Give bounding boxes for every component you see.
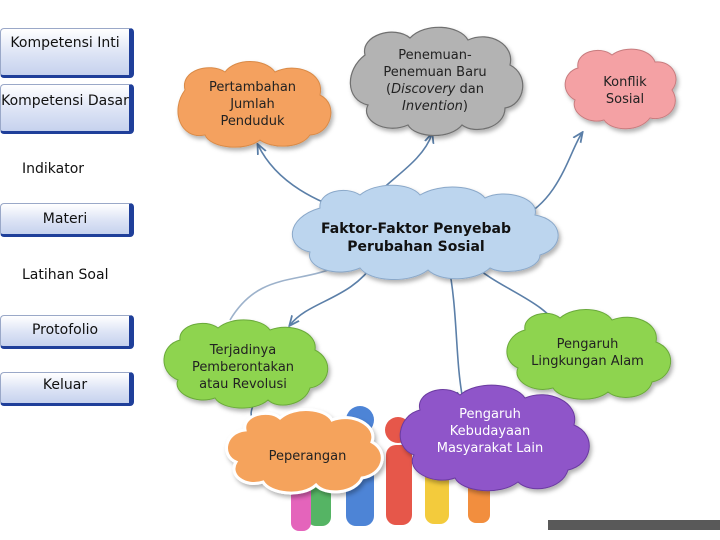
node-center-shape [292,184,559,281]
nav-materi-label: Materi [42,211,88,227]
connector-pengaruh-budaya [447,261,463,400]
node-terjadinya-line3: atau Revolusi [199,376,287,392]
node-konflik-line2: Sosial [605,91,645,107]
node-pengaruh-budaya: Pengaruh Kebudayaan Masyarakat Lain [425,407,555,458]
nav-kompetensi-inti-label: Kompetensi Inti [10,35,120,51]
nav-keluar-label: Keluar [42,377,88,393]
node-center: Faktor-Faktor Penyebab Perubahan Sosial [318,220,514,256]
node-konflik-shape [564,48,677,130]
node-peperangan-shape [225,408,384,495]
node-pertambahan-line1: Pertambahan [208,80,297,95]
node-penemuan-paren-close: ) [462,98,468,114]
nav-latihan-soal-label: Latihan Soal [22,267,109,283]
node-center-line2: Perubahan Sosial [347,239,485,256]
node-terjadinya-line1: Terjadinya [209,343,277,358]
node-pengaruh-alam: Pengaruh Lingkungan Alam [525,337,650,371]
node-penemuan-line4: Invention) [365,99,505,116]
node-pertambahan: Pertambahan Jumlah Penduduk [190,80,315,131]
node-penemuan-paren-open: ( [386,81,392,97]
node-pengaruh-alam-line2: Lingkungan Alam [531,353,644,369]
node-penemuan-discovery: Discovery [391,81,456,97]
nav-indikator-label: Indikator [22,161,85,177]
node-terjadinya: Terjadinya Pemberontakan atau Revolusi [178,343,308,394]
node-terjadinya-line2: Pemberontakan [191,359,295,375]
node-penemuan-line3: (Discovery dan [365,82,505,99]
nav-keluar[interactable]: Keluar [0,372,134,406]
node-konflik-line1: Konflik [603,75,647,90]
node-penemuan-dan: dan [455,81,484,97]
node-peperangan: Peperangan [250,449,365,466]
nav-kompetensi-dasar-label: Kompetensi Dasar [1,93,129,109]
nav-materi[interactable]: Materi [0,203,134,237]
watermark-strip [548,520,720,530]
node-pertambahan-line2: Jumlah [230,96,275,112]
node-pertambahan-shape [177,61,332,148]
node-penemuan-line1: Penemuan- [398,48,472,63]
node-pengaruh-alam-line1: Pengaruh [556,337,619,352]
node-peperangan-label: Peperangan [268,449,347,464]
node-pertambahan-line3: Penduduk [220,113,285,129]
node-pengaruh-alam-shape [506,309,672,400]
nav-kompetensi-inti[interactable]: Kompetensi Inti [0,28,134,78]
node-penemuan-line2: Penemuan Baru [383,64,487,80]
connector-lower-left [229,264,341,321]
node-penemuan-shape [349,26,524,137]
nav-latihan-soal[interactable]: Latihan Soal [0,264,134,292]
node-pengaruh-budaya-shape [399,384,590,492]
nav-indikator[interactable]: Indikator [0,158,134,184]
nav-kompetensi-dasar[interactable]: Kompetensi Dasar [0,84,134,134]
node-terjadinya-shape [163,319,329,409]
node-konflik: Konflik Sosial [585,75,665,109]
nav-protofolio-label: Protofolio [31,322,99,338]
nav-protofolio[interactable]: Protofolio [0,315,134,349]
node-pengaruh-budaya-line2: Kebudayaan [449,423,531,439]
node-pengaruh-budaya-line1: Pengaruh [459,407,521,422]
node-penemuan-invention: Invention [402,98,463,114]
node-center-line1: Faktor-Faktor Penyebab [321,221,511,237]
node-penemuan: Penemuan- Penemuan Baru (Discovery dan I… [365,48,505,116]
node-pengaruh-budaya-line3: Masyarakat Lain [436,440,544,456]
